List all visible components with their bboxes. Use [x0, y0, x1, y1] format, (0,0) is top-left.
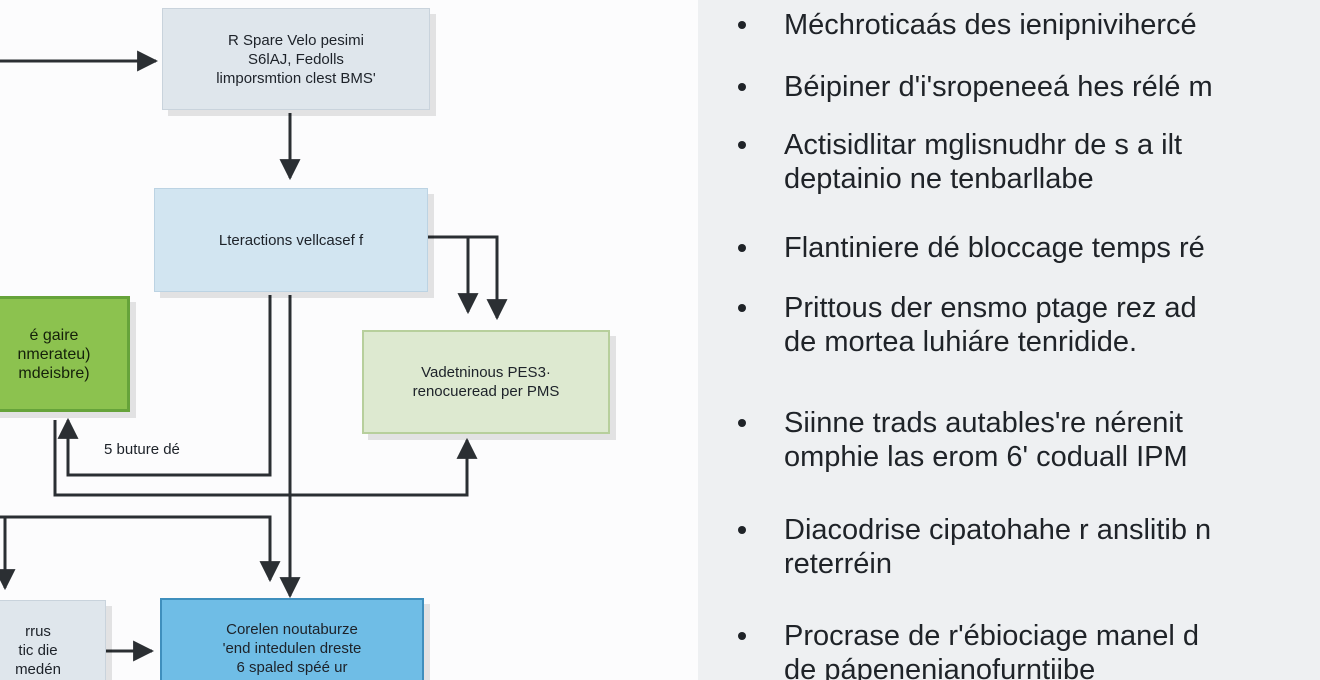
process-box-interactions-text: Lteractions vellcasef f: [218, 231, 364, 249]
process-box-green: é gaire nmerateu) mdeisbre): [0, 296, 130, 412]
bullet-panel: Méchroticaás des ienipnivihercé Béipiner…: [698, 0, 1320, 680]
process-box-top-text: R Spare Velo pesimi S6lAJ, Fedolls limpo…: [216, 31, 376, 87]
bullet-dot: [738, 632, 746, 640]
bullet-text: Actisidlitar mglisnudhr de s a ilt depta…: [784, 129, 1183, 195]
arrow-to-validation: [53, 420, 478, 497]
bullet-dot: [738, 244, 746, 252]
bullet-dot: [738, 141, 746, 149]
edge-label: 5 buture dé: [104, 441, 180, 458]
arrow-to-bottom-main: [0, 515, 281, 583]
process-box-interactions: Lteractions vellcasef f: [154, 188, 428, 292]
bullet-text: Procrase de r'ébiociage manel d de pápen…: [784, 620, 1199, 680]
connector-layer: [0, 50, 508, 662]
process-box-green-text: é gaire nmerateu) mdeisbre): [17, 326, 91, 382]
process-box-bottom-main: Corelen noutaburze 'end intedulen dreste…: [160, 598, 424, 680]
arrow-to-green-a: [57, 295, 272, 477]
process-box-validation-text: Vadetninous PES3· renocueread per PMS: [412, 364, 560, 400]
bullet-dot: [738, 526, 746, 534]
bullet-dot: [738, 419, 746, 427]
process-box-bottom-left-text: rrus tic die medén: [15, 622, 61, 678]
process-box-validation: Vadetninous PES3· renocueread per PMS: [362, 330, 610, 434]
arrow-interactions-split-b: [440, 235, 508, 321]
bullet-text: Prittous der ensmo ptage rez ad de morte…: [784, 292, 1197, 358]
bullet-text: Diacodrise cipatohahe r anslitib n reter…: [784, 514, 1212, 580]
bullet-text: Siinne trads autables're nérenit omphie …: [784, 407, 1188, 473]
bullet-text: Méchroticaás des ienipnivihercé: [784, 9, 1197, 41]
bullet-text: Béipiner d'i'sropeneeá hes rélé m: [784, 71, 1213, 103]
process-box-bottom-main-text: Corelen noutaburze 'end intedulen dreste…: [222, 620, 362, 676]
bullet-dot: [738, 21, 746, 29]
flow-diagram: R Spare Velo pesimi S6lAJ, Fedolls limpo…: [0, 8, 610, 680]
bullet-dot: [738, 304, 746, 312]
bullet-dot: [738, 83, 746, 91]
bullet-text: Flantiniere dé bloccage temps ré: [784, 232, 1205, 264]
process-box-top: R Spare Velo pesimi S6lAJ, Fedolls limpo…: [162, 8, 430, 110]
process-box-bottom-left: rrus tic die medén: [0, 600, 106, 680]
